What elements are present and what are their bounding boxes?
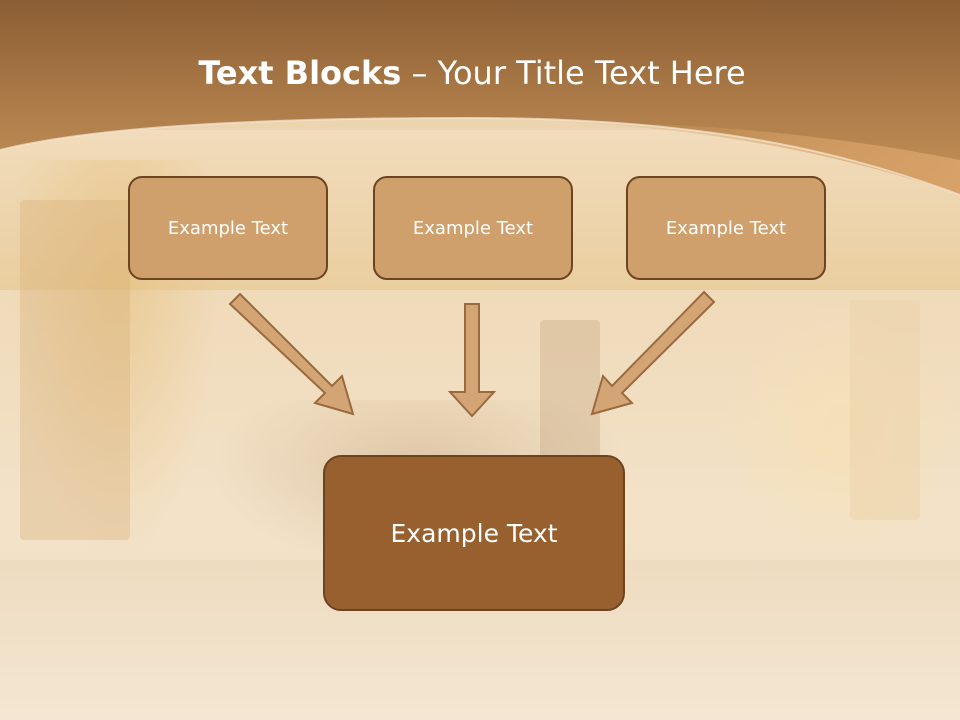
text-block-3-label: Example Text xyxy=(665,217,787,239)
main-text-block-label: Example Text xyxy=(390,518,558,548)
arrow-right xyxy=(590,290,716,416)
slide-title: Text Blocks – Your Title Text Here xyxy=(0,54,944,92)
text-block-2[interactable]: Example Text xyxy=(373,176,573,280)
text-block-3[interactable]: Example Text xyxy=(626,176,826,280)
title-bold: Text Blocks xyxy=(198,54,402,92)
text-block-2-label: Example Text xyxy=(412,217,534,239)
main-text-block[interactable]: Example Text xyxy=(323,455,625,611)
arrow-left xyxy=(228,292,355,416)
arrow-middle xyxy=(447,303,497,418)
header-band xyxy=(0,0,960,196)
text-block-1[interactable]: Example Text xyxy=(128,176,328,280)
text-block-1-label: Example Text xyxy=(167,217,289,239)
title-rest: – Your Title Text Here xyxy=(401,54,746,92)
